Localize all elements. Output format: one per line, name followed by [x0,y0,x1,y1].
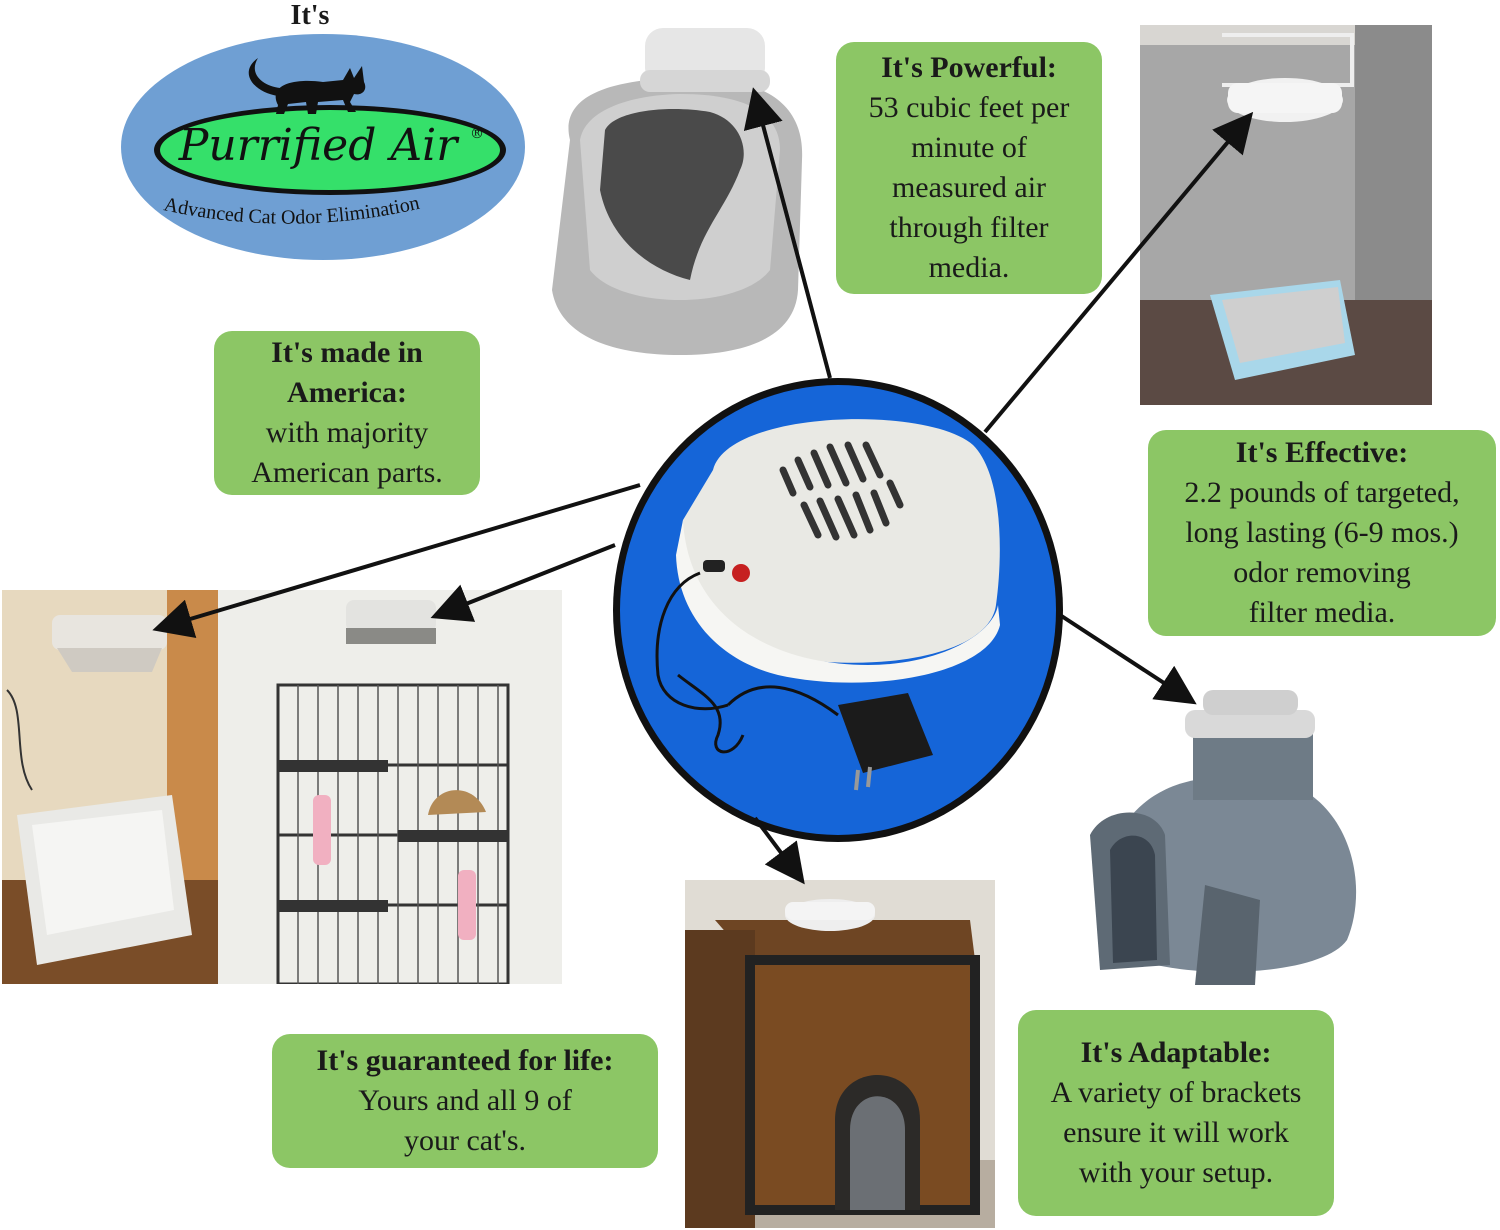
callout-effective-line: 2.2 pounds of targeted, [1184,476,1460,509]
callout-adaptable-line: ensure it will work [1063,1116,1289,1149]
callout-adaptable-line: A variety of brackets [1050,1076,1302,1109]
cabinet-mount-photo [1140,25,1432,405]
callout-guaranteed-line: Yours and all 9 of [358,1084,572,1117]
callout-effective-line: odor removing [1233,556,1411,589]
callout-made-in-america-heading: It's made in [271,336,423,369]
cat-silhouette-icon [248,58,366,114]
center-product-circle [613,378,1063,842]
registered-mark: ® [470,126,484,142]
callout-effective-heading: It's Effective: [1235,436,1409,469]
callout-effective-line: long lasting (6-9 mos.) [1185,516,1459,549]
callout-effective: It's Effective: 2.2 pounds of targeted, … [1148,430,1496,636]
purrified-air-logo: Purrified Air ® Advanced Cat Odor Elimin… [121,34,525,260]
callout-adaptable-line: with your setup. [1078,1156,1274,1189]
brand-text: Purrified Air [178,120,460,171]
power-adapter-icon [838,693,933,791]
logo-prefix: It's [290,0,330,31]
callout-powerful-line: minute of [911,131,1027,164]
callout-guaranteed: It's guaranteed for life: Yours and all … [272,1034,658,1168]
callout-powerful: It's Powerful: 53 cubic feet per minute … [836,42,1102,294]
callout-made-in-america: It's made in America: with majority Amer… [214,331,480,495]
callout-guaranteed-heading: It's guaranteed for life: [316,1044,614,1077]
callout-powerful-line: media. [928,251,1010,284]
callout-made-in-america-line: American parts. [251,456,443,489]
wall-mount-litter-box-photo [2,590,218,984]
callout-powerful-heading: It's Powerful: [881,51,1057,84]
callout-adaptable: It's Adaptable: A variety of brackets en… [1018,1010,1334,1216]
air-purifier-unit-icon [676,419,1000,683]
callout-made-in-america-line: with majority [265,416,429,449]
hooded-litter-box-photo [552,28,803,355]
callout-powerful-line: measured air [891,171,1047,204]
furniture-enclosure-photo [685,880,995,1228]
cage-mount-photo [218,590,562,984]
callout-guaranteed-line: your cat's. [403,1124,527,1157]
callout-powerful-line: through filter [889,211,1049,244]
callout-made-in-america-heading: America: [287,376,407,409]
dome-enclosure-photo [1090,690,1357,985]
callout-effective-line: filter media. [1248,596,1396,629]
callout-adaptable-heading: It's Adaptable: [1080,1036,1272,1069]
callout-powerful-line: 53 cubic feet per [868,91,1070,124]
